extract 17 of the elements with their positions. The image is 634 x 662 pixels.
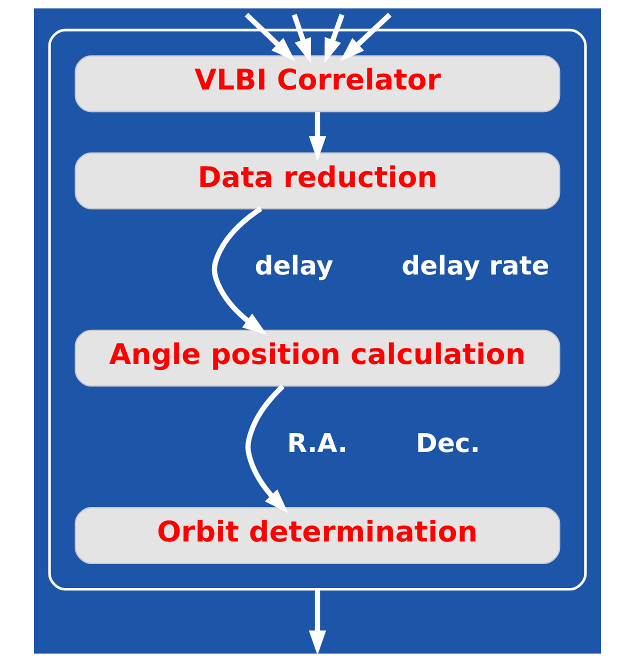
arrow bbox=[308, 589, 326, 654]
node-box: Angle position calculation bbox=[74, 330, 560, 387]
cluster bbox=[48, 28, 586, 591]
node-box: VLBI Correlator bbox=[74, 55, 560, 112]
arrow bbox=[340, 12, 392, 62]
node-box: Orbit determination bbox=[74, 507, 560, 564]
arrow bbox=[291, 14, 311, 64]
arrow bbox=[308, 112, 326, 161]
arrow bbox=[244, 12, 295, 62]
label: delay bbox=[254, 252, 333, 282]
arrow bbox=[324, 14, 344, 64]
label: Dec. bbox=[415, 429, 480, 460]
node-box: Data reduction bbox=[74, 152, 560, 210]
label: R.A. bbox=[286, 429, 348, 460]
label: delay rate bbox=[401, 252, 549, 282]
arrow bbox=[211, 206, 267, 335]
arrow bbox=[244, 384, 288, 514]
